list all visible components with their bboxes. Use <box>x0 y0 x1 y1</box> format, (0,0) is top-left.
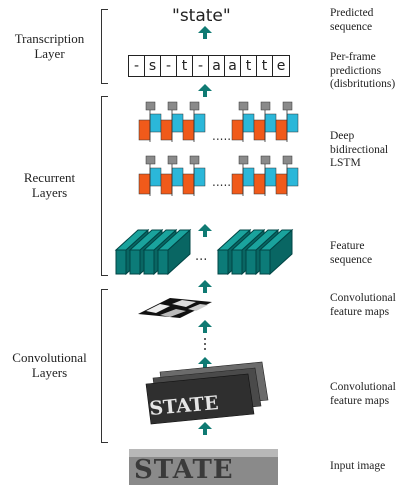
lstm-backward-cell <box>286 167 299 187</box>
predicted-sequence-text: "state" <box>172 6 231 26</box>
lstm-backward-cell <box>264 167 277 187</box>
lstm-forward-cell <box>275 173 288 195</box>
lstm-forward-cell <box>138 173 151 195</box>
lstm-forward-cell <box>138 119 151 141</box>
up-arrow <box>198 320 212 333</box>
lstm-backward-cell <box>149 113 162 133</box>
lstm-forward-cell <box>231 173 244 195</box>
frame-char: t <box>177 56 193 76</box>
feature-slab <box>258 228 294 276</box>
frame-char: a <box>225 56 241 76</box>
lstm-output-node <box>260 155 271 165</box>
lstm-output-node <box>189 155 200 165</box>
frame-char: - <box>129 56 145 76</box>
lstm-backward-cell <box>149 167 162 187</box>
lstm-ellipsis-bottom: ..... <box>212 175 231 189</box>
frame-char: a <box>209 56 225 76</box>
feature-ellipsis: ... <box>195 249 207 264</box>
input-image: STATE <box>129 449 278 485</box>
frame-char: - <box>161 56 177 76</box>
lstm-backward-cell <box>193 167 206 187</box>
lstm-output-node <box>189 101 200 111</box>
lstm-backward-cell <box>242 167 255 187</box>
lstm-forward-cell <box>182 173 195 195</box>
transcription-bracket <box>101 9 108 84</box>
frame-char: s <box>145 56 161 76</box>
frame-char: - <box>193 56 209 76</box>
lstm-output-node <box>145 155 156 165</box>
up-arrow <box>198 280 212 293</box>
lstm-output-node <box>167 155 178 165</box>
up-arrow <box>198 26 212 39</box>
frame-char: t <box>241 56 257 76</box>
up-arrow <box>198 422 212 435</box>
frame-char: e <box>276 58 286 74</box>
lstm-output-node <box>282 155 293 165</box>
feature-slab <box>156 228 192 276</box>
lstm-forward-cell <box>182 119 195 141</box>
lstm-backward-cell <box>242 113 255 133</box>
recurrent-bracket <box>101 96 108 276</box>
lstm-backward-cell <box>286 113 299 133</box>
lstm-output-node <box>260 101 271 111</box>
up-arrow <box>198 357 212 370</box>
lstm-output-node <box>145 101 156 111</box>
lstm-forward-cell <box>160 173 173 195</box>
lstm-backward-cell <box>171 113 184 133</box>
lstm-backward-cell <box>193 113 206 133</box>
conv-feature-map-top <box>138 298 212 318</box>
lstm-output-node <box>282 101 293 111</box>
lstm-forward-cell <box>253 173 266 195</box>
up-arrow <box>198 224 212 237</box>
lstm-forward-cell <box>275 119 288 141</box>
lstm-backward-cell <box>264 113 277 133</box>
lstm-output-node <box>167 101 178 111</box>
frame-char: t <box>257 56 273 76</box>
input-image-word: STATE <box>134 455 234 485</box>
lstm-ellipsis-top: ..... <box>212 129 231 143</box>
conv-feature-maps-bottom: STATE <box>145 361 269 425</box>
convolutional-bracket <box>101 289 108 443</box>
lstm-forward-cell <box>231 119 244 141</box>
input-image-label: Input image <box>330 460 386 472</box>
lstm-forward-cell <box>160 119 173 141</box>
lstm-output-node <box>238 101 249 111</box>
lstm-forward-cell <box>253 119 266 141</box>
lstm-output-node <box>238 155 249 165</box>
lstm-backward-cell <box>171 167 184 187</box>
up-arrow <box>198 84 212 97</box>
